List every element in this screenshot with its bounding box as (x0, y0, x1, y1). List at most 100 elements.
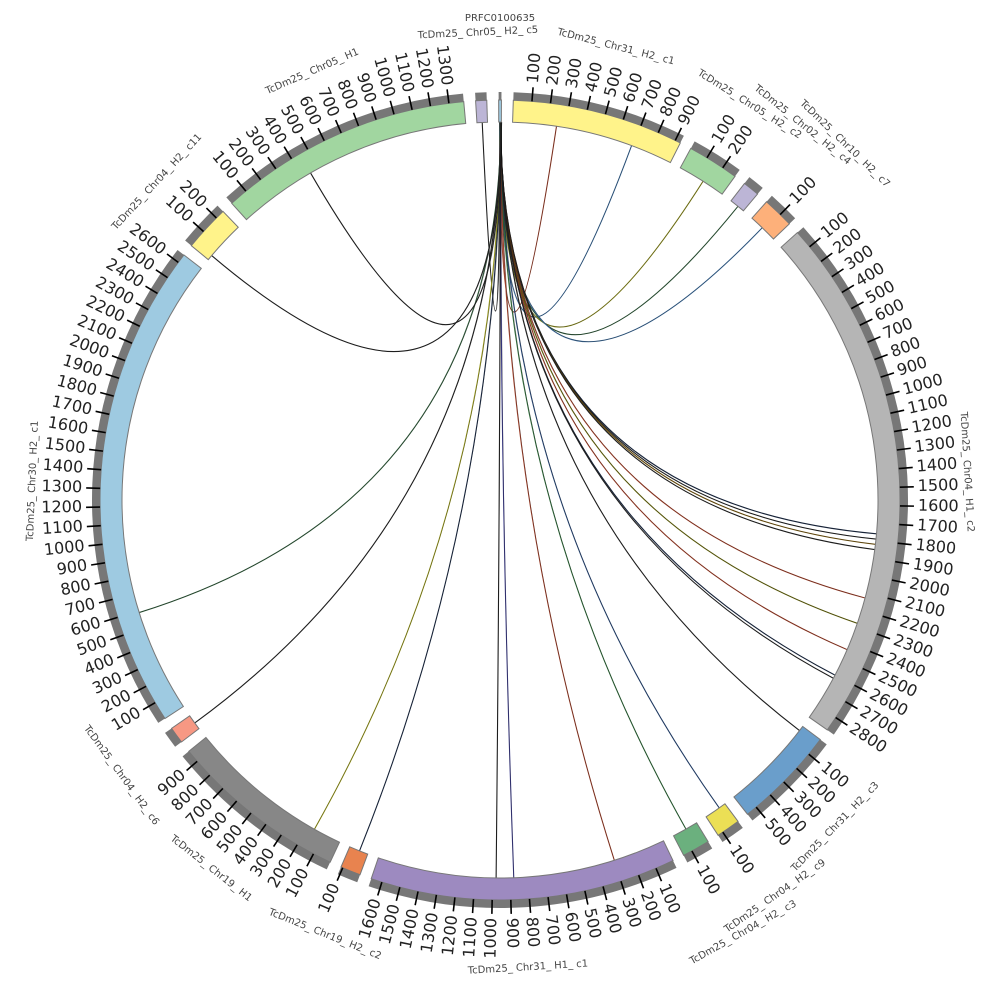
link (499, 121, 800, 732)
major-tick (755, 806, 766, 819)
link-outline (501, 121, 615, 861)
major-tick (895, 560, 910, 565)
major-tick (584, 890, 589, 905)
major-tick (835, 716, 848, 726)
major-tick (133, 685, 147, 694)
major-tick (845, 700, 858, 710)
major-tick (212, 787, 224, 800)
major-tick (471, 899, 475, 914)
major-tick (446, 89, 450, 104)
major-tick (549, 89, 554, 104)
major-tick (257, 823, 267, 837)
major-tick (91, 562, 106, 566)
ideogram-tcdm25-chr30-h2-c1 (99, 254, 202, 720)
major-tick (87, 467, 102, 471)
major-tick (306, 853, 315, 867)
minor-tick-band (182, 751, 331, 870)
major-tick (565, 894, 570, 909)
major-tick (283, 146, 293, 160)
major-tick (831, 268, 844, 278)
major-tick (620, 881, 626, 895)
major-tick (272, 834, 282, 848)
major-tick (722, 155, 732, 169)
major-tick (111, 354, 126, 362)
ideogram-tcdm25-chr19-h1 (188, 736, 341, 863)
major-tick (796, 767, 808, 779)
major-tick (103, 616, 118, 623)
major-tick (395, 887, 401, 902)
minor-tick-band (766, 195, 796, 224)
major-tick (899, 523, 914, 527)
major-tick (809, 237, 821, 248)
major-tick (267, 156, 277, 170)
major-tick (89, 448, 104, 452)
major-tick (94, 580, 109, 585)
major-tick (98, 598, 113, 604)
tick-label: 100 (785, 173, 820, 208)
link-outline (500, 121, 834, 679)
ideogram-tcdm25-chr05-h2-c2 (679, 147, 736, 195)
major-tick (893, 428, 909, 433)
segment-label: TcDm25_ Chr02_ H2_ c4 (751, 82, 852, 167)
link-outline (500, 121, 848, 650)
minor-tick-band (475, 92, 487, 101)
minor-tick-band (718, 821, 743, 843)
major-tick (706, 145, 715, 159)
major-tick (769, 794, 781, 806)
major-tick (622, 105, 629, 120)
major-tick (198, 774, 211, 786)
ideogram-tcdm25-chr05-h1 (231, 101, 467, 221)
tick-label: 1100 (42, 516, 84, 538)
ideograms-layer (99, 99, 901, 901)
major-tick (105, 373, 120, 380)
major-tick (376, 881, 383, 896)
tick-label: 1000 (43, 536, 86, 559)
ideogram-tcdm25-chr04-h2-c9 (705, 803, 739, 836)
major-tick (205, 207, 217, 219)
link (313, 121, 502, 830)
major-tick (887, 597, 902, 603)
segment-label: TcDm25_ Chr30_ H2_ c1 (25, 421, 41, 543)
major-tick (433, 894, 438, 909)
major-tick (427, 92, 432, 107)
minor-tick-band (498, 91, 502, 101)
segment-label: PRFC0100635 (465, 13, 535, 24)
ideogram-tcdm25-chr04-h2-c11 (190, 210, 239, 261)
major-tick (657, 119, 665, 133)
link-outline (500, 121, 858, 624)
major-tick (116, 651, 131, 659)
tick-label: 1300 (913, 432, 956, 456)
major-tick (841, 284, 855, 294)
minor-tick-band (797, 227, 908, 735)
major-tick (655, 868, 663, 882)
ideogram-tcdm25-chr04-h2-c6 (170, 715, 200, 743)
major-tick (640, 112, 647, 126)
major-tick (408, 95, 413, 110)
links-layer (138, 121, 877, 878)
ideogram-tcdm25-chr31-h2-c1 (512, 99, 681, 164)
link-outline (501, 121, 720, 809)
major-tick (850, 301, 864, 310)
tick-label: 1200 (41, 497, 82, 517)
major-tick (317, 127, 325, 142)
major-tick (88, 543, 103, 547)
major-tick (371, 106, 377, 120)
major-tick (722, 831, 732, 845)
ideogram-tcdm25-chr10-h2-c7 (751, 201, 791, 240)
major-tick (547, 897, 551, 912)
tick-label: 100 (523, 52, 544, 84)
major-tick (145, 285, 158, 295)
major-tick (880, 372, 895, 378)
major-tick (300, 136, 309, 150)
tick-label: 200 (542, 54, 565, 87)
link-outline (500, 121, 875, 550)
tick-label: 800 (522, 916, 543, 948)
major-tick (528, 898, 532, 913)
link-outline (500, 121, 836, 676)
major-tick (389, 100, 395, 115)
major-tick (604, 100, 610, 115)
major-tick (236, 179, 247, 192)
tick-label: 300 (562, 56, 586, 89)
